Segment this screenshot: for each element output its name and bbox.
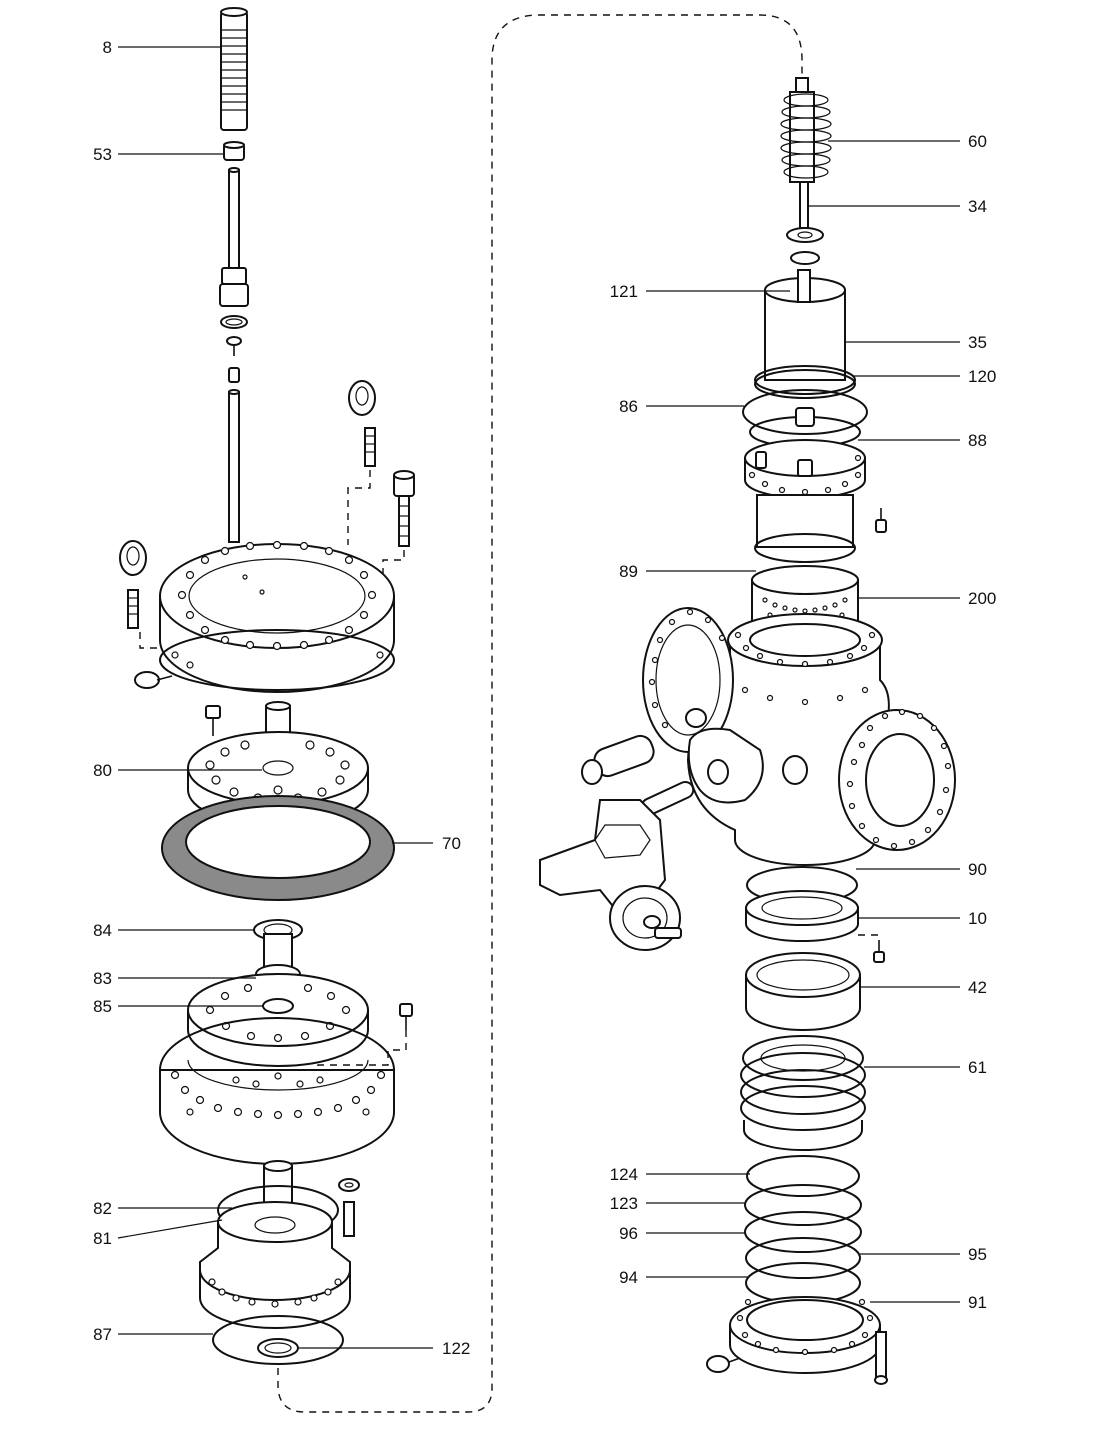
label-34: 34 (968, 197, 987, 216)
label-80: 80 (93, 761, 112, 780)
label-35: 35 (968, 333, 987, 352)
small-hex-nut-stud (338, 1178, 360, 1237)
label-61: 61 (968, 1058, 987, 1077)
label-86: 86 (619, 397, 638, 416)
label-83: 83 (93, 969, 112, 988)
part-61-spring (740, 1035, 866, 1151)
part-60-spring (780, 77, 832, 229)
label-90: 90 (968, 860, 987, 879)
label-120: 120 (968, 367, 996, 386)
label-84: 84 (93, 921, 112, 940)
part-86-o-ring (742, 389, 868, 435)
ring-stack (744, 1155, 862, 1304)
small-o-ring (790, 251, 820, 265)
part-81-cylinder (199, 1201, 351, 1329)
lower-bonnet-disc (187, 973, 413, 1067)
part-124-ring (746, 1155, 860, 1197)
part-89-ring (754, 533, 856, 563)
label-96: 96 (619, 1224, 638, 1243)
part-35-cylinder (754, 269, 856, 399)
part-95-ring (745, 1237, 861, 1279)
label-95: 95 (968, 1245, 987, 1264)
guide-cage (744, 439, 887, 563)
label-200: 200 (968, 589, 996, 608)
eye-bolt-left (119, 540, 147, 629)
part-123-ring (744, 1184, 862, 1226)
positioner-assembly (539, 734, 695, 951)
label-10: 10 (968, 909, 987, 928)
label-81: 81 (93, 1229, 112, 1248)
part-91-bottom-flange (706, 1296, 888, 1385)
part-53-nut (223, 141, 245, 161)
part-88-ring-cap (749, 407, 861, 448)
cap-screw-right (393, 470, 415, 547)
valve-body (642, 607, 956, 866)
label-124: 124 (610, 1165, 638, 1184)
small-screw (226, 336, 242, 356)
label-53: 53 (93, 145, 112, 164)
assembly-boundary-dashed (277, 14, 803, 1413)
label-89: 89 (619, 562, 638, 581)
part-labels: 8 53 80 70 84 83 85 82 81 87 122 60 34 1… (93, 38, 996, 1358)
bonnet-flange-upper (159, 540, 395, 693)
small-collar (228, 367, 240, 383)
left-assembly (119, 7, 415, 1365)
small-hex-screw-right (873, 940, 885, 963)
part-96-ring (744, 1211, 862, 1253)
label-94: 94 (619, 1268, 638, 1287)
label-70: 70 (442, 834, 461, 853)
label-88: 88 (968, 431, 987, 450)
hex-bolt-left (134, 671, 173, 689)
bonnet-flange-lower (159, 1017, 395, 1165)
label-82: 82 (93, 1199, 112, 1218)
part-10-seat-ring (745, 890, 859, 942)
label-91: 91 (968, 1293, 987, 1312)
eye-bolt-right (348, 380, 376, 467)
label-123: 123 (610, 1194, 638, 1213)
part-87-gasket (212, 1315, 344, 1365)
label-122: 122 (442, 1339, 470, 1358)
lower-stem (263, 1160, 293, 1209)
spindle-lower (228, 389, 240, 543)
part-120-ring (754, 365, 856, 395)
part-8-threaded-sleeve (220, 7, 248, 131)
right-assembly (539, 77, 956, 1385)
label-42: 42 (968, 978, 987, 997)
label-121: 121 (610, 282, 638, 301)
label-85: 85 (93, 997, 112, 1016)
label-8: 8 (103, 38, 112, 57)
label-60: 60 (968, 132, 987, 151)
label-87: 87 (93, 1325, 112, 1344)
part-85-o-ring (262, 998, 294, 1014)
guide-lines-left (139, 470, 407, 1085)
spindle-upper (219, 167, 249, 307)
part-70-diaphragm (161, 795, 395, 901)
leader-lines (117, 46, 960, 1349)
part-42-sleeve (745, 952, 861, 1031)
